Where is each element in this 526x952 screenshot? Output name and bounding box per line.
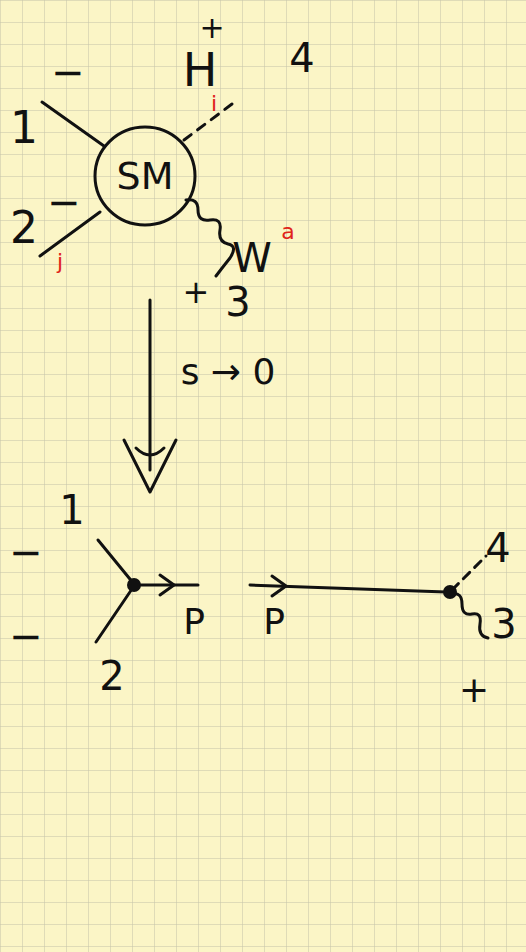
flavour-index: i [211,93,217,115]
field-name: W [232,238,272,278]
momentum-arrow [272,576,286,596]
momentum-arrow [160,575,174,595]
helicity-sign: + [459,672,489,708]
leg-number: 4 [289,38,314,78]
scalar-line [452,556,486,590]
field-name: H [183,47,218,93]
helicity-sign: − [51,52,85,92]
leg-number: 2 [10,206,38,250]
flavour-index: j [57,251,63,273]
gauge-boson-line [452,594,488,638]
propagator-line [138,584,198,587]
charge-sign: + [199,13,224,43]
arrow-stem [149,300,152,470]
helicity-sign: − [9,532,43,572]
helicity-sign: − [47,182,81,222]
leg-number: 4 [485,528,510,568]
momentum-label: P [263,604,285,640]
blob-label: SM [117,157,174,195]
amplitude-blob: SM [93,124,197,228]
scalar-line [184,104,232,140]
limit-label: s → 0 [181,354,276,390]
helicity-sign: + [183,276,210,308]
gauge-index: a [281,221,294,243]
leg-number: 2 [99,656,124,696]
gauge-boson-line [186,200,234,276]
leg-number: 3 [225,282,250,322]
momentum-label: P [183,604,205,640]
arrow-head [136,448,164,455]
fermion-line [98,540,134,584]
vertex-dot [443,585,457,599]
arrow-head [124,440,176,492]
leg-number: 3 [491,604,516,644]
vertex-dot [127,578,141,592]
leg-number: 1 [59,490,84,530]
fermion-line [96,586,134,642]
fermion-line [42,102,104,146]
helicity-sign: − [9,616,43,656]
leg-number: 1 [10,106,38,150]
